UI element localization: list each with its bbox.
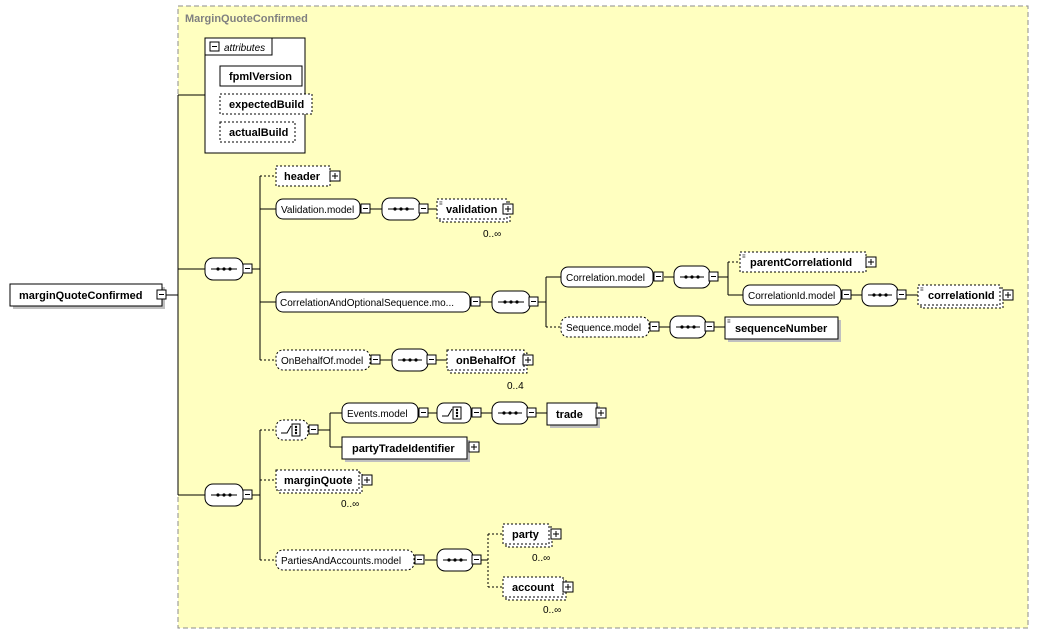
cardinality-on-behalf-of: 0..4: [507, 381, 524, 392]
element-sequence-number[interactable]: ≡ sequenceNumber: [724, 316, 841, 342]
cardinality-margin-quote: 0..∞: [341, 499, 359, 510]
group-sequence-model[interactable]: Sequence.model: [560, 316, 660, 338]
group-on-behalf-of-model[interactable]: OnBehalfOf.model: [275, 349, 381, 371]
sequence-compositor-correlation-id[interactable]: [861, 283, 907, 307]
sequence-compositor-correlation[interactable]: [491, 290, 539, 314]
element-trade-label: trade: [556, 409, 583, 421]
element-trade[interactable]: trade: [546, 402, 607, 428]
element-party-trade-identifier[interactable]: partyTradeIdentifier: [341, 436, 480, 462]
group-validation-model-label: Validation.model: [281, 205, 354, 216]
element-margin-quote[interactable]: marginQuote: [275, 469, 373, 494]
element-parent-correlation-id-label: parentCorrelationId: [750, 257, 852, 269]
group-validation-model[interactable]: Validation.model: [275, 198, 371, 220]
sequence-compositor-events[interactable]: [491, 401, 537, 425]
svg-text:≡: ≡: [920, 287, 924, 293]
choice-compositor-events[interactable]: [436, 402, 482, 424]
sequence-compositor-2[interactable]: [204, 483, 253, 507]
sequence-compositor-1[interactable]: [204, 257, 253, 281]
element-party-trade-identifier-label: partyTradeIdentifier: [352, 443, 455, 455]
root-element-label: marginQuoteConfirmed: [19, 290, 142, 302]
attributes-tab: [204, 37, 273, 56]
collapse-icon[interactable]: [209, 41, 220, 52]
connectors: [166, 94, 918, 588]
element-header-label: header: [284, 171, 321, 183]
group-events-model[interactable]: Events.model: [341, 402, 429, 424]
group-parties-and-accounts-model-label: PartiesAndAccounts.model: [281, 556, 401, 567]
element-party-label: party: [512, 529, 540, 541]
choice-compositor[interactable]: [275, 419, 319, 441]
element-validation-label: validation: [446, 204, 498, 216]
element-account[interactable]: account: [502, 576, 574, 601]
element-correlation-id[interactable]: ≡ correlationId: [917, 284, 1014, 309]
attributes-label: attributes: [224, 43, 265, 54]
group-correlation-id-model-label: CorrelationId.model: [748, 291, 835, 302]
element-sequence-number-label: sequenceNumber: [735, 323, 828, 335]
element-validation[interactable]: ≡ validation: [436, 198, 514, 223]
sequence-compositor-on-behalf-of[interactable]: [391, 348, 437, 372]
element-account-label: account: [512, 582, 555, 594]
group-correlation-model-label: Correlation.model: [566, 273, 645, 284]
group-events-model-label: Events.model: [347, 409, 408, 420]
element-on-behalf-of-label: onBehalfOf: [456, 355, 516, 367]
group-correlation-model[interactable]: Correlation.model: [560, 266, 664, 288]
cardinality-validation: 0..∞: [483, 229, 501, 240]
attr-fpml-version-label: fpmlVersion: [229, 71, 292, 83]
cardinality-party: 0..∞: [532, 553, 550, 564]
group-on-behalf-of-model-label: OnBehalfOf.model: [281, 356, 363, 367]
sequence-compositor-parties[interactable]: [436, 548, 482, 572]
group-parties-and-accounts-model[interactable]: PartiesAndAccounts.model: [275, 549, 425, 571]
attr-fpml-version[interactable]: [219, 65, 303, 87]
attr-actual-build[interactable]: [219, 121, 296, 143]
element-correlation-id-label: correlationId: [928, 290, 995, 302]
element-on-behalf-of[interactable]: onBehalfOf: [446, 349, 534, 374]
group-correlation-and-optional-sequence-model-label: CorrelationAndOptionalSequence.mo...: [280, 298, 454, 309]
sequence-compositor-correlation-model[interactable]: [673, 265, 719, 289]
svg-text:≡: ≡: [727, 319, 731, 325]
group-correlation-id-model[interactable]: CorrelationId.model: [742, 284, 852, 306]
element-header[interactable]: header: [275, 165, 341, 187]
sequence-compositor-sequence[interactable]: [669, 315, 715, 339]
cardinality-account: 0..∞: [543, 605, 561, 616]
attr-expected-build-label: expectedBuild: [229, 99, 304, 111]
container-title: MarginQuoteConfirmed: [185, 13, 308, 25]
element-party[interactable]: party: [502, 523, 562, 548]
attr-actual-build-label: actualBuild: [229, 127, 288, 139]
svg-text:≡: ≡: [439, 201, 443, 207]
svg-text:≡: ≡: [742, 254, 746, 260]
group-sequence-model-label: Sequence.model: [566, 323, 641, 334]
root-collapse-icon[interactable]: [156, 289, 167, 300]
group-correlation-and-optional-sequence-model[interactable]: CorrelationAndOptionalSequence.mo...: [275, 291, 481, 313]
attr-expected-build[interactable]: [219, 93, 313, 115]
element-margin-quote-label: marginQuote: [284, 475, 352, 487]
sequence-compositor-validation[interactable]: [381, 197, 429, 221]
element-parent-correlation-id[interactable]: ≡ parentCorrelationId: [739, 251, 877, 273]
